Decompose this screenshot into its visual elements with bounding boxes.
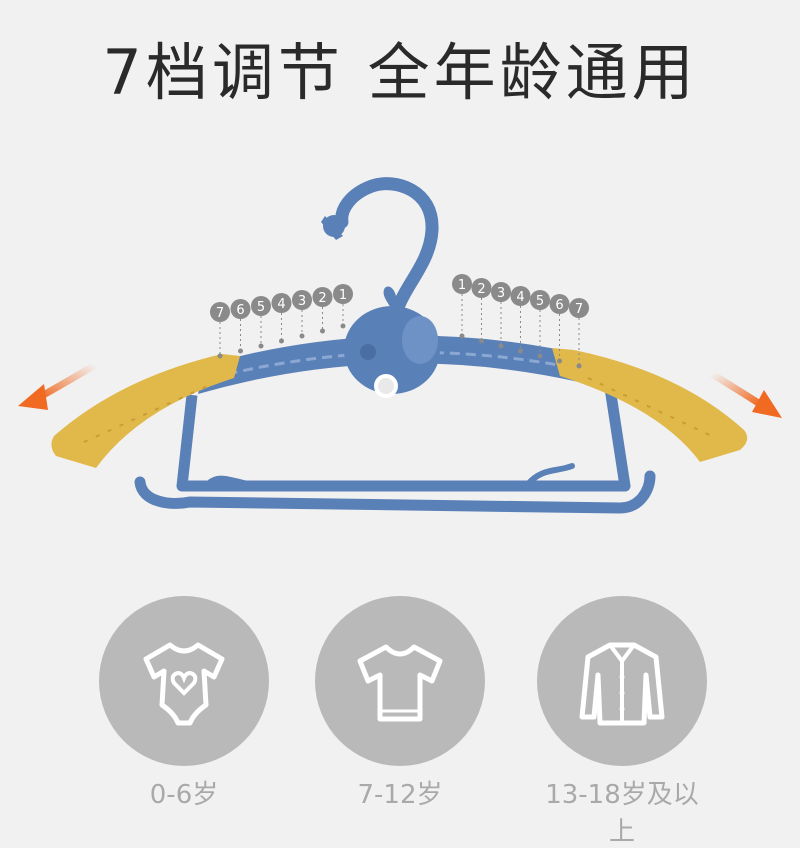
- scale-marker-number: 1: [339, 288, 347, 303]
- scale-marker-number: 3: [497, 286, 505, 301]
- right-extendable-arm: [552, 348, 748, 462]
- scale-marker-dot: [576, 363, 582, 369]
- age-label: 0-6岁: [149, 780, 219, 810]
- age-label: 13-18岁及以上: [545, 780, 699, 847]
- scale-marker-badge: [333, 284, 353, 304]
- scale-marker-number: 7: [575, 302, 583, 317]
- scale-marker-number: 3: [298, 294, 306, 309]
- scale-marker-number: 5: [257, 300, 265, 315]
- scale-marker-number: 2: [477, 282, 485, 297]
- scale-marker-badge: [292, 290, 312, 310]
- age-circle: [99, 596, 269, 766]
- age-circle: [537, 596, 707, 766]
- scale-marker-dot: [498, 343, 504, 349]
- scale-marker-badge: [452, 274, 472, 294]
- extend-left-arrow-icon: [18, 361, 99, 410]
- scale-marker-number: 5: [536, 294, 544, 309]
- extend-right-arrow-icon: [708, 370, 782, 418]
- scale-marker-badge: [210, 302, 230, 322]
- scale-marker-dot: [217, 353, 223, 359]
- scale-marker-badge: [251, 296, 271, 316]
- scale-marker-badge: [312, 287, 333, 307]
- age-label: 7-12岁: [357, 780, 443, 810]
- age-circle: [315, 596, 485, 766]
- scale-marker-badge: [549, 294, 570, 314]
- age-group-child: 7-12岁: [312, 596, 488, 811]
- headline: 7档调节 全年龄通用: [102, 36, 698, 109]
- scale-marker-badge: [271, 293, 292, 313]
- scale-marker-dot: [557, 358, 562, 364]
- scale-marker-number: 2: [318, 291, 326, 306]
- hanger-lower-bar: [134, 387, 656, 514]
- scale-marker-badge: [510, 286, 531, 306]
- scale-marker-number: 4: [516, 290, 524, 305]
- scale-marker-badge: [530, 290, 550, 310]
- scale-marker-badge: [569, 298, 589, 318]
- scale-marker-number: 6: [555, 298, 563, 313]
- tshirt-icon: [357, 644, 443, 722]
- scale-marker-dot: [299, 333, 305, 339]
- scale-marker-dot: [479, 338, 484, 344]
- scale-marker-dot: [518, 348, 523, 354]
- scale-marker-number: 6: [236, 303, 244, 318]
- scale-marker-dot: [238, 348, 243, 354]
- scale-marker-dot: [320, 328, 325, 334]
- shirt-icon: [579, 642, 665, 726]
- hanger-hook: [321, 177, 439, 335]
- age-group-teen: 13-18岁及以上: [534, 596, 710, 848]
- age-group-baby: 0-6岁: [96, 596, 272, 811]
- scale-marker-dot: [459, 333, 465, 339]
- hanger-shoulder-band: [198, 335, 604, 394]
- scale-marker-badge: [491, 282, 511, 302]
- scale-marker-number: 1: [458, 278, 466, 293]
- scale-marker-badge: [230, 299, 251, 319]
- scale-marker-dot: [258, 343, 264, 349]
- scale-marker-number: 4: [277, 297, 285, 312]
- scale-marker-number: 7: [216, 306, 224, 321]
- scale-marker-dot: [279, 338, 284, 344]
- left-extendable-arm: [51, 354, 240, 468]
- elephant-hub: [344, 286, 440, 398]
- scale-marker-badge: [471, 278, 492, 298]
- scale-marker-dot: [537, 353, 543, 359]
- scale-marker-dot: [340, 323, 346, 329]
- baby-onesie-icon: [143, 642, 225, 726]
